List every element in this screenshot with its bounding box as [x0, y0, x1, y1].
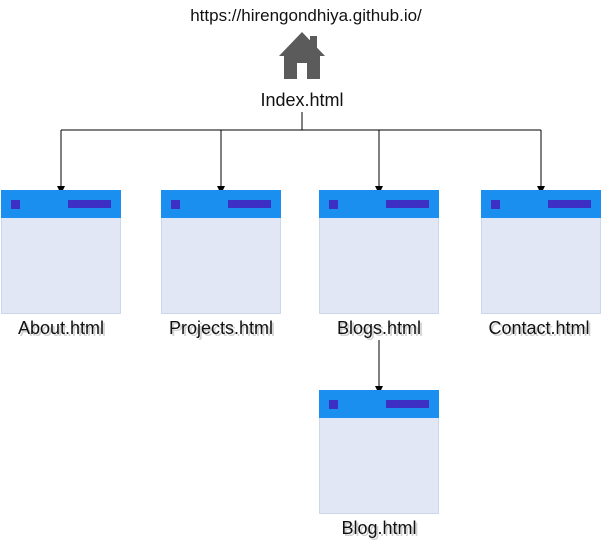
page-label-about: About.html — [17, 318, 105, 338]
page-node-projects — [161, 190, 281, 314]
page-label-contact: Contact.html — [488, 318, 590, 338]
root-label: Index.html — [260, 90, 344, 110]
page-node-contact — [481, 190, 601, 314]
site-url: https://hirengondhiya.github.io/ — [190, 6, 422, 25]
page-label-blog: Blog.html — [341, 518, 417, 538]
page-label-blogs: Blogs.html — [336, 318, 422, 338]
page-node-blogs — [319, 190, 439, 314]
home-icon — [279, 32, 325, 79]
page-node-blog — [319, 390, 439, 514]
page-node-about — [1, 190, 121, 314]
page-label-projects: Projects.html — [168, 318, 274, 338]
